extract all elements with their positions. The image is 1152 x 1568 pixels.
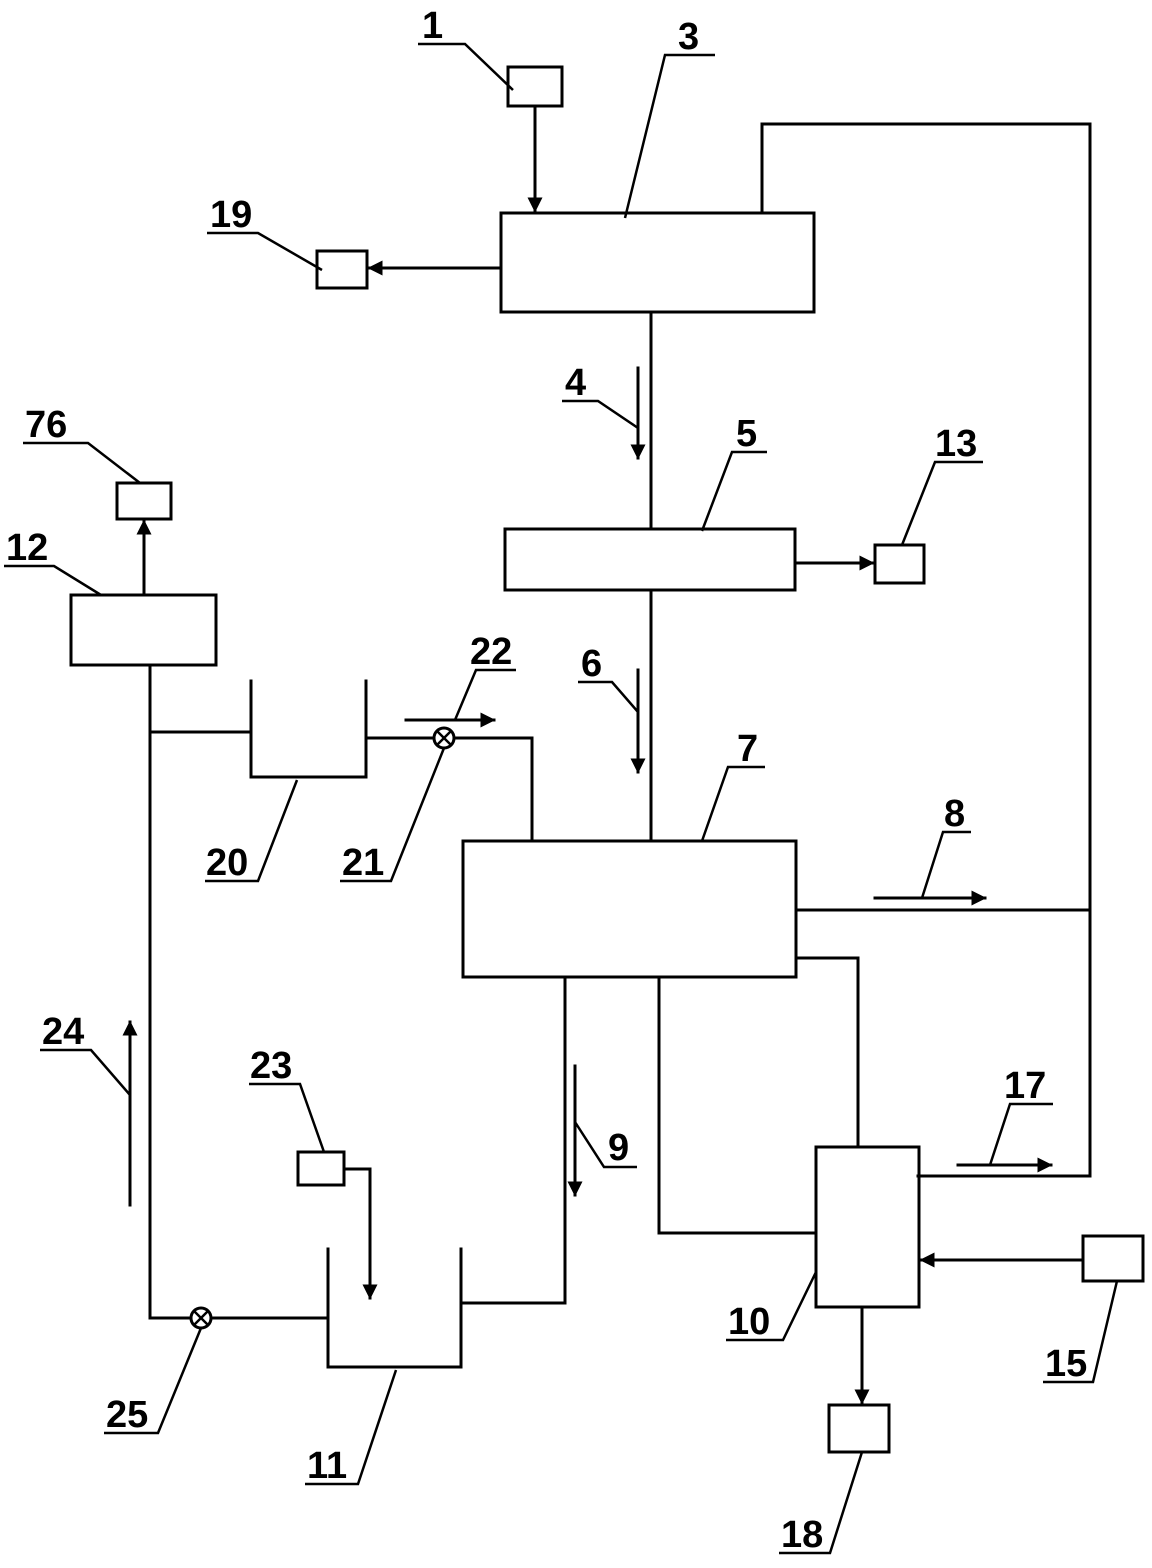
label-12: 12 [6, 527, 48, 569]
label-21: 21 [342, 842, 384, 884]
label-18: 18 [781, 1514, 823, 1556]
label-17: 17 [1004, 1065, 1046, 1107]
label-9: 9 [608, 1127, 629, 1169]
unit-12-box [69, 593, 218, 667]
leader-5 [700, 450, 767, 532]
leader-11 [305, 1369, 398, 1486]
leader-21 [340, 747, 446, 883]
leader-9 [573, 1121, 637, 1169]
leader-17 [988, 1102, 1053, 1166]
unit-76-box [115, 481, 173, 521]
leader-7 [700, 765, 765, 842]
leader-12 [4, 564, 102, 597]
label-24: 24 [42, 1011, 84, 1053]
label-22: 22 [470, 631, 512, 673]
leader-19 [207, 231, 323, 272]
label-6: 6 [581, 643, 602, 685]
leader-10 [726, 1271, 818, 1342]
leader-6 [578, 680, 639, 713]
line-7-to-11 [459, 975, 567, 1305]
unit-7-box [461, 839, 798, 979]
label-10: 10 [728, 1301, 770, 1343]
unit-15-box [1081, 1234, 1145, 1283]
label-7: 7 [737, 728, 758, 770]
leader-22 [453, 668, 516, 721]
label-25: 25 [106, 1394, 148, 1436]
leader-13 [900, 460, 983, 546]
line-23-to-11 [342, 1167, 378, 1300]
label-19: 19 [210, 194, 252, 236]
line-3-top-recycle [760, 122, 1092, 1178]
line-7-to-10-top [794, 956, 860, 1149]
leader-20 [205, 779, 299, 883]
line-return-riser [148, 663, 197, 1320]
unit-10-box [814, 1145, 921, 1309]
leader-1 [418, 42, 514, 91]
leader-25 [104, 1327, 203, 1435]
label-20: 20 [206, 842, 248, 884]
unit-3-box [499, 211, 816, 314]
label-5: 5 [736, 413, 757, 455]
leader-76 [23, 441, 141, 484]
leader-23 [249, 1082, 326, 1153]
leader-3 [623, 53, 715, 219]
label-8: 8 [944, 793, 965, 835]
unit-1-box [506, 65, 564, 108]
unit-18-box [827, 1403, 891, 1454]
leader-8 [920, 830, 971, 899]
label-13: 13 [935, 423, 977, 465]
label-15: 15 [1045, 1343, 1087, 1385]
tank-11 [326, 1247, 463, 1369]
label-11: 11 [307, 1445, 347, 1487]
leader-18 [779, 1451, 864, 1555]
valve-25-icon [189, 1306, 213, 1330]
label-1: 1 [422, 5, 443, 47]
valve-21-icon [432, 726, 456, 750]
leader-4 [562, 399, 639, 430]
label-23: 23 [250, 1045, 292, 1087]
unit-23-box [296, 1150, 346, 1187]
label-3: 3 [678, 16, 699, 58]
line-21-to-7 [453, 736, 534, 843]
leader-15 [1043, 1280, 1119, 1384]
unit-5-box [503, 527, 797, 592]
unit-19-box [315, 249, 369, 290]
tank-20 [249, 679, 368, 779]
unit-13-box [873, 543, 926, 585]
line-7-to-10-side [657, 975, 818, 1235]
label-76: 76 [25, 404, 67, 446]
leader-24 [40, 1048, 131, 1096]
label-4: 4 [565, 362, 586, 404]
